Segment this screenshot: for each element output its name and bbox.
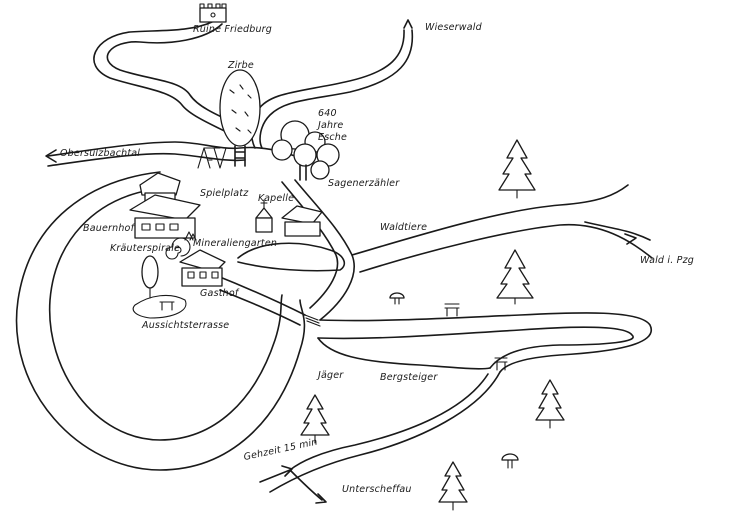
terrace-icon — [132, 294, 187, 319]
road-wald-branch — [584, 221, 651, 241]
playground-icon — [197, 147, 227, 169]
road-gasthof — [214, 274, 306, 316]
castle-ruin-icon — [199, 3, 227, 23]
road-south — [269, 371, 501, 493]
label-bauernhof: Bauernhof — [83, 223, 135, 234]
label-wald: Wald i. Pzg — [640, 255, 695, 266]
conifer-tree-1-icon — [498, 139, 536, 199]
arrow-wald — [624, 233, 637, 245]
road-western-loop-inner — [48, 189, 283, 441]
label-gasthof: Gasthof — [200, 288, 239, 299]
chapel-icon — [255, 199, 273, 233]
road-unterscheffau — [289, 469, 323, 501]
road-obersulzbachtal — [47, 141, 301, 159]
label-waldtiere: Waldtiere — [380, 222, 428, 233]
mushroom-2-icon — [501, 453, 519, 469]
label-sagenerzaehler: Sagenerzähler — [328, 178, 400, 189]
conifer-tree-3-icon — [535, 379, 565, 429]
bauernhof-icon — [129, 194, 201, 239]
arrow-unterscheffau — [315, 493, 327, 504]
herb-spiral-icon — [165, 237, 191, 260]
label-wieserwald: Wieserwald — [425, 22, 482, 33]
label-zirbe: Zirbe — [228, 60, 254, 71]
zirbe-tree-icon — [219, 69, 261, 167]
label-obersulzbachtal: Obersulzbachtal — [60, 148, 141, 159]
label-jaeger: Jäger — [318, 370, 344, 381]
road-jaeger — [317, 337, 491, 370]
conifer-tree-4-icon — [300, 394, 330, 444]
road-ruine — [106, 23, 246, 129]
mineral-garden-icon — [184, 231, 197, 241]
label-ruine: Ruine Friedburg — [193, 24, 273, 35]
label-esche: 640 Jahre Esche — [318, 108, 348, 143]
arrow-obersulzbachtal — [45, 149, 57, 163]
conifer-tree-2-icon — [496, 249, 534, 305]
bridge — [304, 314, 321, 327]
road-wald-inner — [359, 223, 653, 273]
esche-tree-icon — [271, 120, 340, 181]
road-south-inner — [289, 373, 489, 471]
road-eastern-loop-inner — [317, 326, 634, 369]
road-inner-loop — [237, 242, 346, 272]
road-wieserwald — [259, 29, 414, 149]
house-sagenerzaehler-icon — [281, 205, 323, 237]
label-spielplatz: Spielplatz — [200, 188, 249, 199]
label-aussichtsterrasse: Aussichtsterrasse — [142, 320, 230, 331]
label-unterscheffau: Unterscheffau — [342, 484, 412, 495]
arrow-wieserwald — [403, 19, 413, 29]
mushroom-1-icon — [389, 292, 405, 305]
road-eastern-loop — [319, 312, 653, 373]
road-ruine-inner — [93, 21, 243, 141]
gasthof-icon — [179, 249, 226, 287]
tree-gasthof-icon — [141, 255, 159, 299]
label-mineraliengarten: Mineraliengarten — [193, 238, 278, 249]
road-central — [294, 179, 355, 321]
bench-2-icon — [494, 357, 508, 371]
label-bergsteiger: Bergsteiger — [380, 372, 438, 383]
road-central-inner — [281, 181, 339, 309]
bench-1-icon — [444, 303, 460, 317]
label-kraeuterspirale: Kräuterspirale — [110, 243, 181, 254]
road-gasthof-inner — [219, 289, 301, 326]
label-kapelle: Kapelle — [258, 193, 295, 204]
road-wald — [351, 184, 629, 256]
conifer-tree-5-icon — [438, 461, 468, 511]
arrow-gehzeit — [259, 465, 293, 483]
road-western-loop — [15, 171, 306, 471]
